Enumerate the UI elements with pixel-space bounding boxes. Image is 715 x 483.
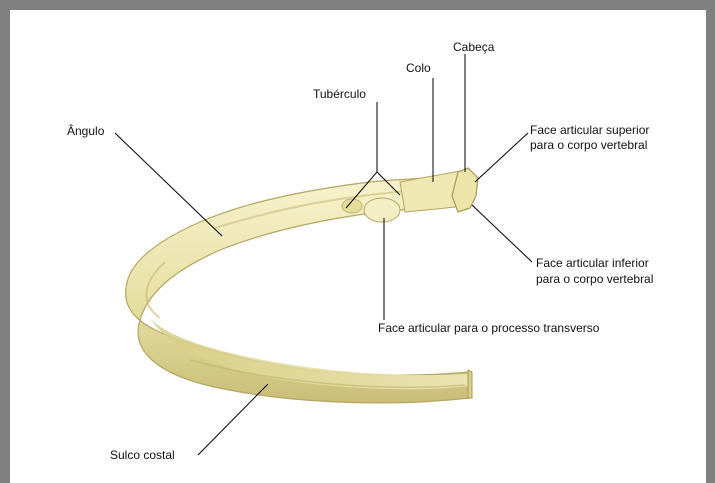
leader-face-sup (475, 133, 528, 182)
label-face-inferior-1: Face articular inferior (536, 256, 649, 271)
label-face-inferior-2: para o corpo vertebral (536, 272, 653, 287)
label-angulo: Ângulo (67, 124, 104, 139)
label-sulco-costal: Sulco costal (110, 448, 175, 463)
label-face-superior-2: para o corpo vertebral (530, 138, 647, 153)
label-face-superior-1: Face articular superior (530, 123, 649, 138)
label-tuberculo: Tubérculo (313, 87, 366, 102)
rib-tubercle (364, 198, 400, 222)
label-cabeca: Cabeça (453, 40, 494, 55)
leader-sulco (198, 384, 268, 455)
label-colo: Colo (406, 61, 431, 76)
leader-face-inf (472, 205, 532, 262)
leader-angulo (115, 133, 222, 236)
label-face-transverso: Face articular para o processo transvers… (378, 321, 599, 336)
